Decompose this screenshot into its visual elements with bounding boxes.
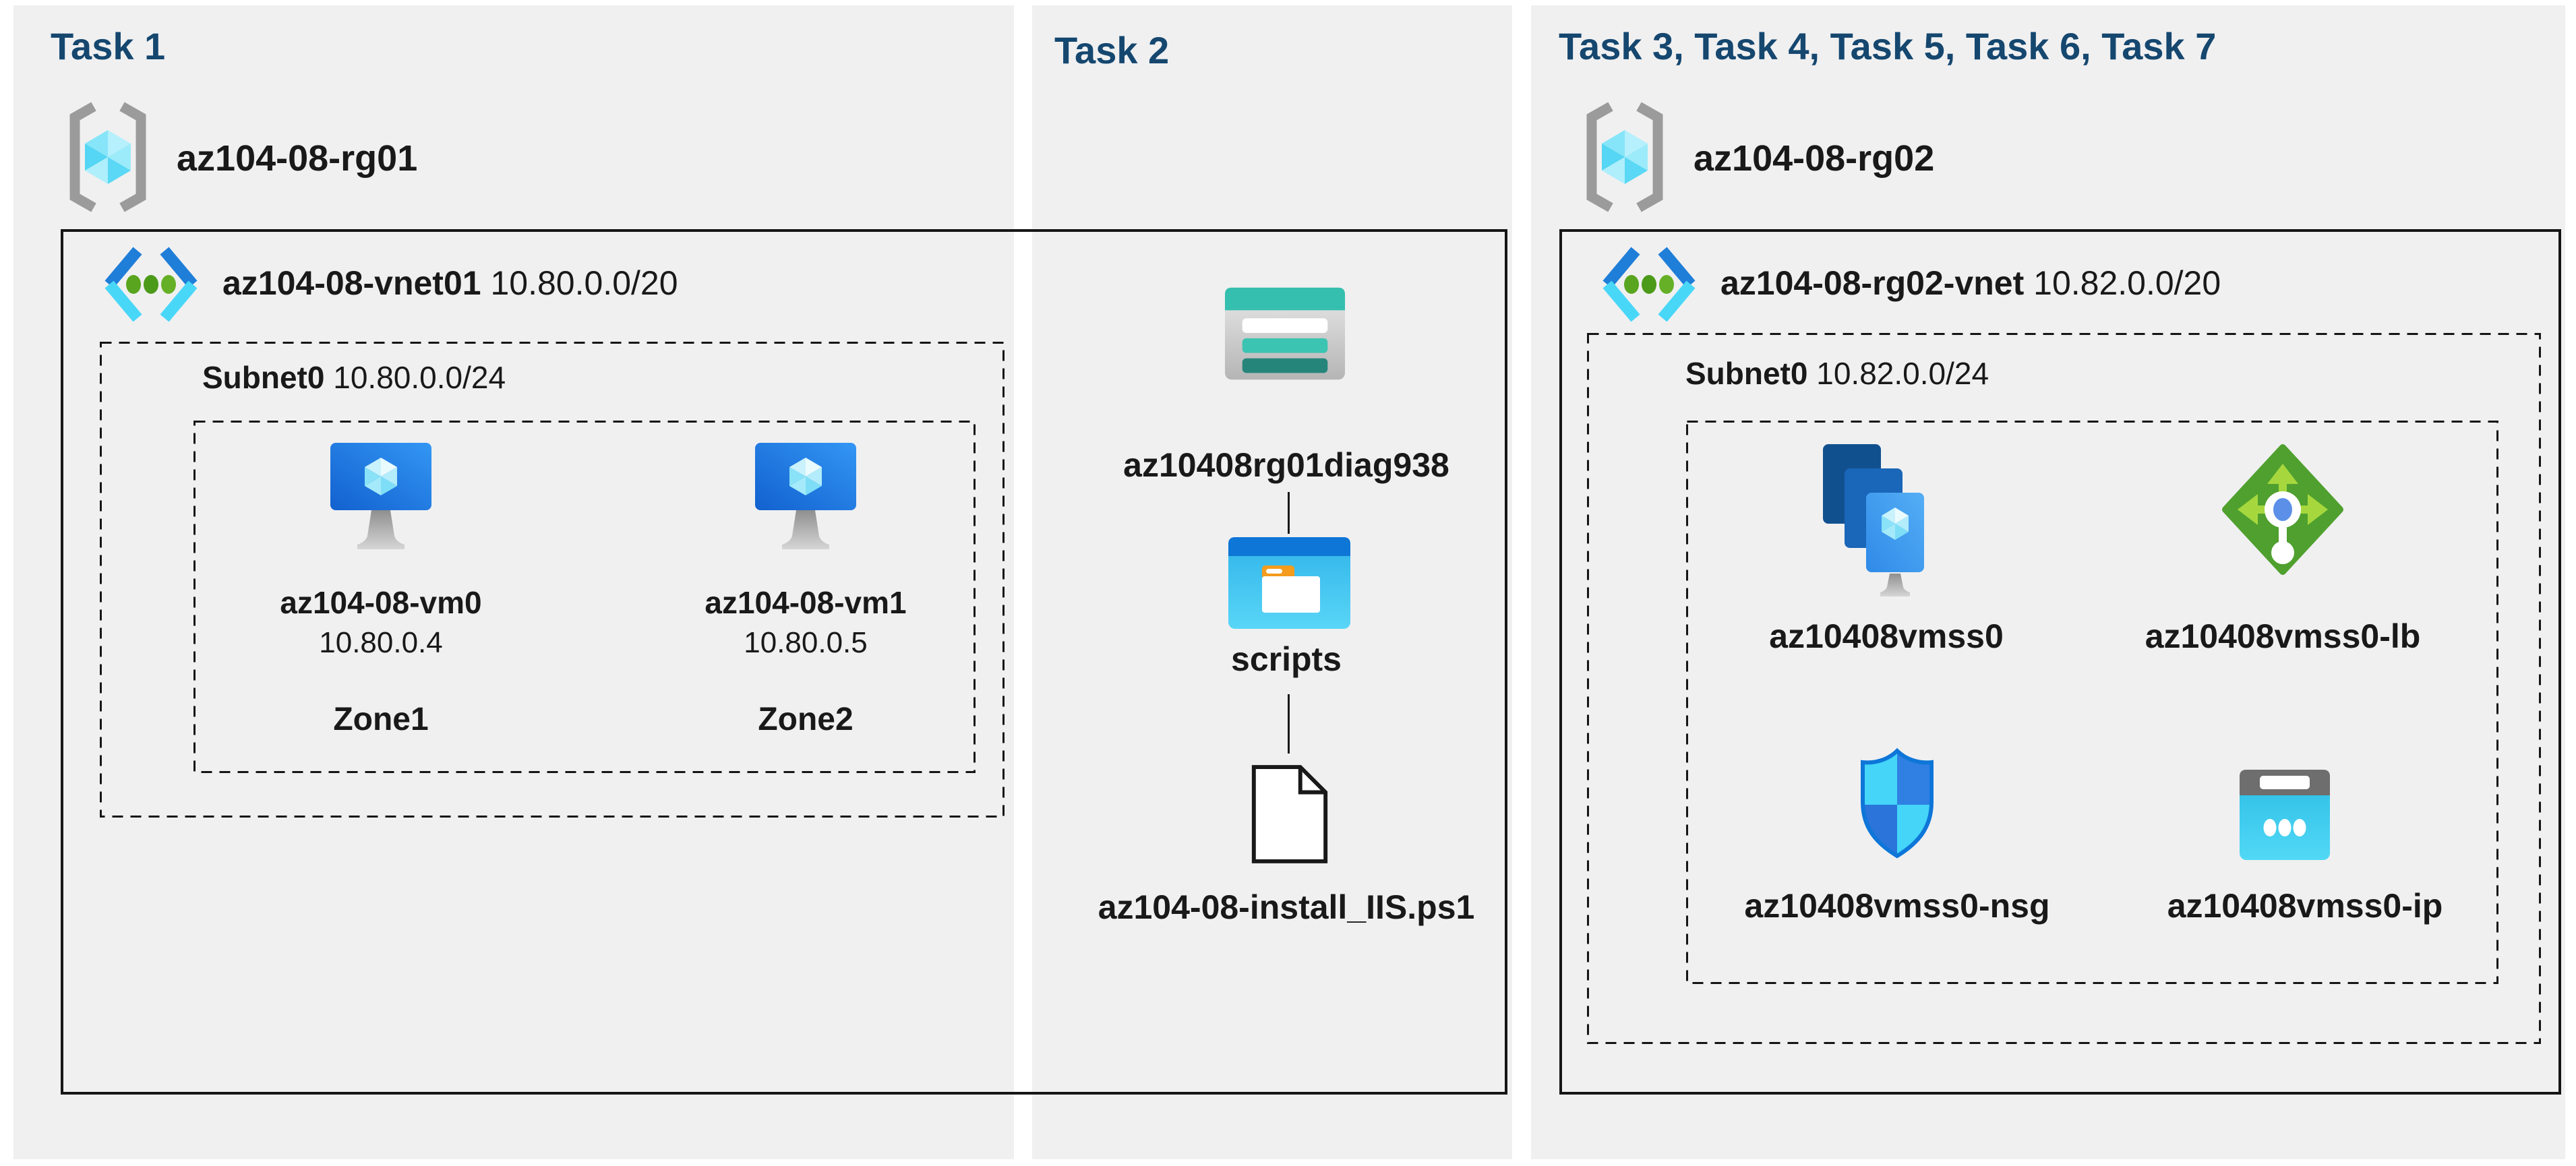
vnet1-name: az104-08-vnet01 <box>222 264 481 302</box>
public-ip-label: az10408vmss0-ip <box>2167 887 2443 925</box>
subnet2-inner-dashed-box <box>1686 421 2498 984</box>
blob-container-icon <box>1227 536 1352 630</box>
nsg-label: az10408vmss0-nsg <box>1744 887 2050 925</box>
file-icon <box>1246 763 1332 865</box>
vm1-name: az104-08-vm1 <box>705 585 907 620</box>
subnet2-label: Subnet0 10.82.0.0/24 <box>1685 355 1989 392</box>
storage-account-label: az10408rg01diag938 <box>1123 446 1449 484</box>
vnet2-name: az104-08-rg02-vnet <box>1720 264 2025 302</box>
task1-title: Task 1 <box>51 25 166 67</box>
vm0-ip: 10.80.0.4 <box>319 626 443 659</box>
network-security-group-icon <box>1856 747 1938 861</box>
vm-scale-set-icon <box>1820 441 1952 600</box>
task2-title: Task 2 <box>1054 29 1170 71</box>
subnet2-cidr: 10.82.0.0/24 <box>1816 356 1989 391</box>
subnet1-dashed-box <box>100 342 1005 818</box>
vnet2-cidr: 10.82.0.0/20 <box>2033 264 2221 302</box>
virtual-network-icon <box>1599 244 1699 325</box>
subnet1-inner-dashed-box <box>193 421 976 773</box>
resource-group-1-label: az104-08-rg01 <box>177 138 418 179</box>
storage-account-icon <box>1224 286 1346 381</box>
task3-title: Task 3, Task 4, Task 5, Task 6, Task 7 <box>1559 25 2217 67</box>
subnet1-name: Subnet0 <box>202 360 325 395</box>
virtual-machine-icon <box>329 441 433 556</box>
subnet1-cidr: 10.80.0.0/24 <box>333 360 506 395</box>
vnet1-label: az104-08-vnet01 10.80.0.0/20 <box>222 263 678 303</box>
resource-group-icon <box>1581 100 1669 214</box>
subnet2-name: Subnet0 <box>1685 356 1808 391</box>
connector-scripts-file <box>1288 694 1290 754</box>
task1-panel <box>13 5 1014 1159</box>
public-ip-icon <box>2236 766 2334 864</box>
virtual-network-icon <box>101 244 201 325</box>
vnet2-label: az104-08-rg02-vnet 10.82.0.0/20 <box>1720 263 2221 303</box>
subnet1-label: Subnet0 10.80.0.0/24 <box>202 359 506 396</box>
vnet1-boundary-box <box>61 229 1507 1095</box>
vnet2-boundary-box <box>1559 229 2561 1095</box>
vm0-name: az104-08-vm0 <box>280 585 482 620</box>
virtual-machine-icon <box>754 441 858 556</box>
resource-group-2-label: az104-08-rg02 <box>1694 138 1935 179</box>
load-balancer-label: az10408vmss0-lb <box>2145 617 2421 655</box>
install-iis-file-label: az104-08-install_IIS.ps1 <box>1098 888 1475 926</box>
connector-storage-scripts <box>1288 492 1290 534</box>
vmss-label: az10408vmss0 <box>1769 617 2004 655</box>
vm0-zone: Zone1 <box>333 702 429 737</box>
load-balancer-icon <box>2221 443 2344 590</box>
resource-group-icon <box>64 100 152 214</box>
task3-panel <box>1531 5 2565 1159</box>
vm1-ip: 10.80.0.5 <box>744 626 868 659</box>
scripts-container-label: scripts <box>1231 640 1342 678</box>
vm1-zone: Zone2 <box>758 702 853 737</box>
subnet2-dashed-box <box>1587 333 2541 1044</box>
vnet1-cidr: 10.80.0.0/20 <box>490 264 678 302</box>
